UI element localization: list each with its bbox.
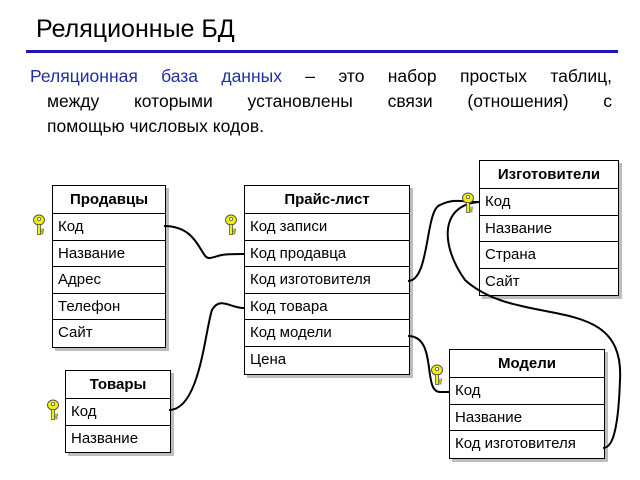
link-goods-pricelist [168, 302, 245, 411]
table-sellers-field: Название [53, 241, 165, 268]
key-icon [225, 214, 237, 235]
intro-line-3: помощью числовых кодов. [47, 116, 265, 136]
table-models-field: Название [450, 405, 604, 432]
table-pricelist-field: Код записи [245, 214, 409, 241]
table-pricelist-field: Цена [250, 350, 287, 368]
table-sellers-field: Код [53, 214, 165, 241]
table-goods-header: Товары [66, 371, 170, 399]
table-pricelist: Прайс-лист Код записи Код продавца Код и… [244, 185, 410, 375]
intro-line-1-rest: – это набор простых таблиц, [305, 66, 612, 86]
table-sellers-header: Продавцы [53, 186, 165, 214]
table-makers-field: Страна [480, 242, 618, 269]
table-sellers-field: Сайт [58, 324, 93, 342]
table-models-header: Модели [450, 350, 604, 378]
table-models: Модели Код Название Код изготовителя [449, 349, 605, 459]
key-icon [33, 214, 45, 235]
table-goods-field: Код [66, 399, 170, 426]
table-sellers-field: Телефон [53, 294, 165, 321]
slide-title: Реляционные БД [36, 15, 235, 43]
table-pricelist-field: Код модели [245, 320, 409, 347]
intro-paragraph: Реляционная база данных – это набор прос… [30, 64, 612, 139]
key-icon [462, 192, 474, 213]
key-icon [431, 364, 443, 385]
intro-highlight: Реляционная база данных [30, 66, 282, 86]
table-makers-field: Код [480, 189, 618, 216]
table-sellers: Продавцы Код Название Адрес Телефон Сайт [52, 185, 166, 348]
table-goods-field: Название [71, 429, 139, 447]
table-pricelist-field: Код товара [245, 294, 409, 321]
table-sellers-field: Адрес [53, 267, 165, 294]
table-pricelist-field: Код изготовителя [245, 267, 409, 294]
table-makers-field: Название [480, 216, 618, 243]
key-icon [47, 399, 59, 420]
table-makers: Изготовители Код Название Страна Сайт [479, 160, 619, 297]
table-pricelist-header: Прайс-лист [245, 186, 409, 214]
intro-line-2: между которыми установлены связи (отноше… [47, 91, 612, 111]
title-divider [26, 50, 618, 53]
table-makers-header: Изготовители [480, 161, 618, 189]
intro-line-1: Реляционная база данных – это набор прос… [30, 64, 612, 89]
table-pricelist-field: Код продавца [245, 241, 409, 268]
table-goods: Товары Код Название [65, 370, 171, 454]
table-models-field: Код изготовителя [455, 435, 576, 453]
table-makers-field: Сайт [485, 272, 520, 290]
table-models-field: Код [450, 378, 604, 405]
